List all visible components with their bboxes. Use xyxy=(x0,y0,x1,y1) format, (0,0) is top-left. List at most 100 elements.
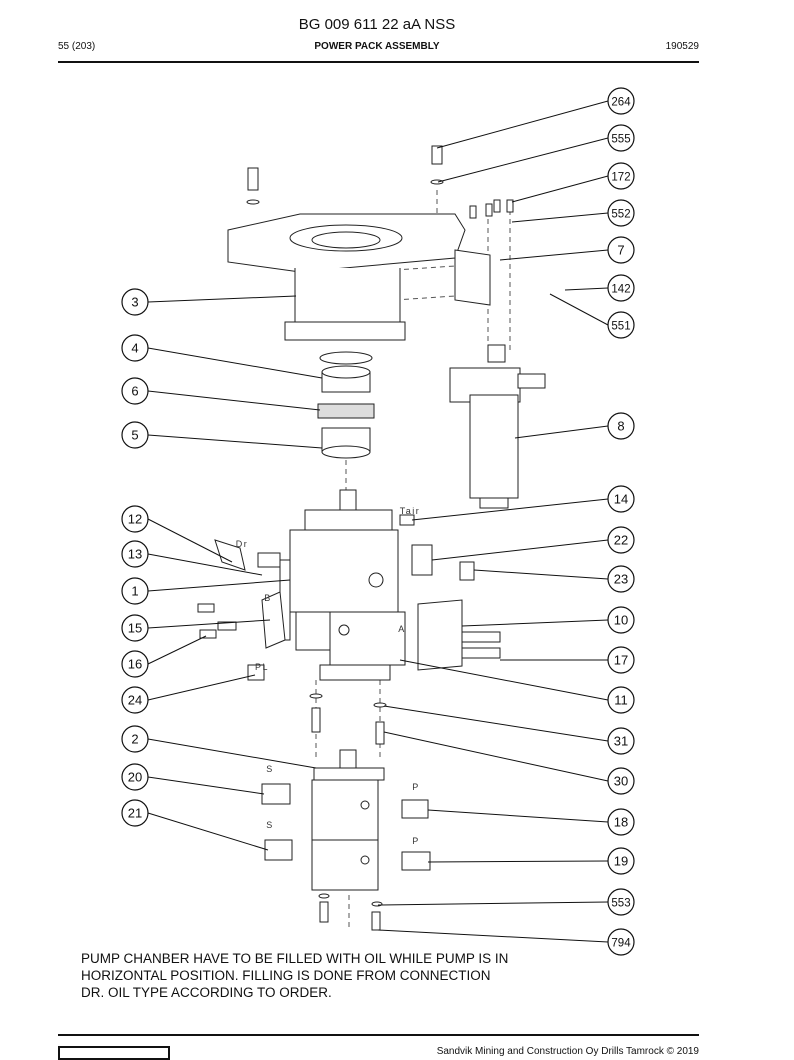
callout-number: 5 xyxy=(131,428,138,443)
callout-balloon: 8 xyxy=(607,412,635,440)
callout-balloon: 5 xyxy=(121,421,149,449)
callout-balloon: 19 xyxy=(607,847,635,875)
callout-balloon: 551 xyxy=(607,311,635,339)
callout-number: 14 xyxy=(614,492,628,507)
callout-balloon: 16 xyxy=(121,650,149,678)
callout-number: 20 xyxy=(128,770,142,785)
callout-balloon: 30 xyxy=(607,767,635,795)
callout-number: 11 xyxy=(614,693,628,708)
callout-number: 7 xyxy=(617,243,624,258)
note-line: HORIZONTAL POSITION. FILLING IS DONE FRO… xyxy=(81,968,491,983)
callout-circle xyxy=(607,485,635,513)
filter-housing xyxy=(449,344,546,509)
callout-number: 552 xyxy=(611,209,630,221)
callout-number: 3 xyxy=(131,295,138,310)
callout-number: 24 xyxy=(128,693,142,708)
callout-number: 264 xyxy=(611,97,631,109)
callout-balloon: 6 xyxy=(121,377,149,405)
callout-balloon: 142 xyxy=(607,274,635,302)
page-number: 55 (203) xyxy=(58,41,96,52)
callout-circle xyxy=(121,763,149,791)
callout-balloon: 17 xyxy=(607,646,635,674)
gear-pump xyxy=(311,749,385,891)
callout-balloon: 1 xyxy=(121,577,149,605)
mounting-flange xyxy=(227,213,491,341)
callout-number: 13 xyxy=(128,547,142,562)
callout-number: 1 xyxy=(131,584,138,599)
callout-circle xyxy=(607,767,635,795)
callout-circle xyxy=(121,650,149,678)
callout-number: 555 xyxy=(611,134,630,146)
port-label: Dr xyxy=(236,539,249,549)
callout-circle xyxy=(607,236,635,264)
note-line: DR. OIL TYPE ACCORDING TO ORDER. xyxy=(81,985,332,1000)
callout-number: 19 xyxy=(614,854,628,869)
callout-balloon: 11 xyxy=(607,686,635,714)
callout-circle xyxy=(607,565,635,593)
callout-number: 12 xyxy=(128,512,142,527)
callout-balloon: 552 xyxy=(607,199,635,227)
callout-balloon: 10 xyxy=(607,606,635,634)
callout-circle xyxy=(607,646,635,674)
callout-number: 31 xyxy=(614,734,628,749)
callout-circle xyxy=(607,686,635,714)
fittings xyxy=(214,514,475,871)
callout-layer: 2645551725527142551834651412132212315101… xyxy=(121,87,635,956)
callout-balloon: 21 xyxy=(121,799,149,827)
revision-date: 190529 xyxy=(665,41,699,52)
port-label: P xyxy=(412,782,420,792)
callout-circle xyxy=(121,377,149,405)
callout-balloon: 18 xyxy=(607,808,635,836)
callout-number: 794 xyxy=(611,938,631,950)
main-pump xyxy=(279,489,406,681)
callout-circle xyxy=(607,412,635,440)
callout-circle xyxy=(607,606,635,634)
callout-circle xyxy=(121,686,149,714)
callout-circle xyxy=(121,799,149,827)
callout-balloon: 22 xyxy=(607,526,635,554)
callout-number: 15 xyxy=(128,621,142,636)
callout-balloon: 172 xyxy=(607,162,635,190)
callout-circle xyxy=(121,334,149,362)
callout-balloon: 4 xyxy=(121,334,149,362)
callout-balloon: 14 xyxy=(607,485,635,513)
callout-circle xyxy=(607,311,635,339)
port-label: B xyxy=(264,593,272,603)
section-title: POWER PACK ASSEMBLY xyxy=(314,41,440,52)
callout-number: 172 xyxy=(611,172,630,184)
callout-circle xyxy=(607,808,635,836)
document-title: BG 009 611 22 aA NSS xyxy=(298,16,456,33)
callout-balloon: 264 xyxy=(607,87,635,115)
callout-circle xyxy=(607,124,635,152)
callout-balloon: 553 xyxy=(607,888,635,916)
callout-balloon: 555 xyxy=(607,124,635,152)
callout-circle xyxy=(607,274,635,302)
callout-circle xyxy=(607,847,635,875)
footer-copyright: Sandvik Mining and Construction Oy Drill… xyxy=(436,1046,699,1057)
callout-circle xyxy=(607,727,635,755)
callout-number: 2 xyxy=(131,732,138,747)
callout-circle xyxy=(121,577,149,605)
callout-balloon: 7 xyxy=(607,236,635,264)
callout-circle xyxy=(121,540,149,568)
washers xyxy=(246,179,444,907)
callout-balloon: 24 xyxy=(121,686,149,714)
callout-number: 4 xyxy=(131,341,138,356)
callout-circle xyxy=(121,725,149,753)
callout-circle xyxy=(607,888,635,916)
header-divider xyxy=(58,61,699,63)
footer-divider xyxy=(58,1034,699,1036)
callout-balloon: 2 xyxy=(121,725,149,753)
port-label: PL xyxy=(255,662,269,672)
callout-balloon: 794 xyxy=(607,928,635,956)
callout-circle xyxy=(121,614,149,642)
callout-number: 22 xyxy=(614,533,628,548)
callout-balloon: 31 xyxy=(607,727,635,755)
callout-number: 23 xyxy=(614,572,628,587)
callout-circle xyxy=(607,199,635,227)
callout-number: 18 xyxy=(614,815,628,830)
callout-number: 17 xyxy=(614,653,628,668)
note-line: PUMP CHANBER HAVE TO BE FILLED WITH OIL … xyxy=(81,951,509,966)
